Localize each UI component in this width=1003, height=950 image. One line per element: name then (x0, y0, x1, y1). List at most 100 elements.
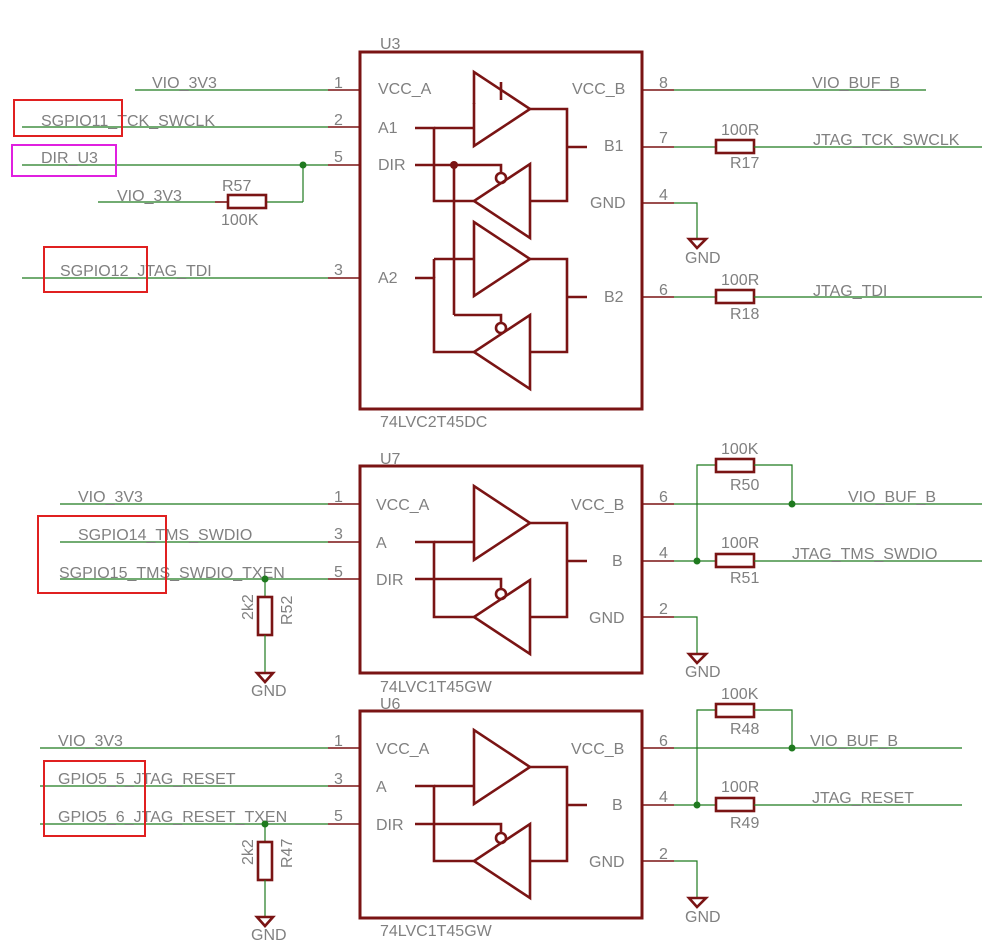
u3-pin-dir: DIR (378, 157, 406, 174)
r48-value: 100K (721, 686, 759, 703)
u6-part: 74LVC1T45GW (380, 923, 493, 940)
u6-pinnum-6: 6 (659, 733, 668, 750)
resistor-r51: 100R R51 (714, 535, 759, 587)
u6-buffer-symbols (415, 727, 587, 901)
u7-gnd-symbol: GND (685, 652, 721, 681)
u3-buffer-symbols (415, 69, 587, 392)
u3-pin-vccb: VCC_B (572, 81, 625, 98)
highlight-box-gpio5 (43, 760, 146, 837)
u3-pinnum-1: 1 (334, 75, 343, 92)
resistor-r50: 100K R50 (714, 441, 759, 494)
r47-ref: R47 (279, 839, 296, 868)
u6-component: U6 74LVC1T45GW VCC_A A DIR VCC_B B GND 1… (40, 686, 962, 944)
u3-gnd-label: GND (685, 250, 721, 267)
u3-net-dir-u3: DIR_U3 (41, 150, 98, 167)
u7-pin-vcca: VCC_A (376, 497, 430, 514)
u3-ref: U3 (380, 36, 401, 53)
highlight-box-dir-u3 (11, 144, 117, 177)
u3-net-jtag-tck: JTAG_TCK_SWCLK (813, 132, 960, 149)
r50-value: 100K (721, 441, 759, 458)
u6-net-vio-3v3: VIO_3V3 (58, 733, 123, 750)
resistor-r57: R57 100K (215, 178, 268, 229)
r57-ref: R57 (222, 178, 251, 195)
u6-body (358, 709, 644, 920)
u6-pin-b: B (612, 797, 623, 814)
u7-pinnum-4: 4 (659, 545, 668, 562)
u3-pinnum-5: 5 (334, 149, 343, 166)
u6-ref: U6 (380, 696, 401, 713)
r50-ref: R50 (730, 477, 759, 494)
u6-pin-a: A (376, 779, 387, 796)
u7-pinnum-3: 3 (334, 526, 343, 543)
u7-left-gnd-label: GND (251, 683, 287, 700)
u7-pinnum-1: 1 (334, 489, 343, 506)
u3-net-vio-3v3: VIO_3V3 (152, 75, 217, 92)
resistor-r48: 100K R48 (714, 686, 759, 738)
r47-value: 2k2 (240, 839, 257, 865)
u6-left-gnd-label: GND (251, 927, 287, 944)
u3-component: U3 74LVC2T45DC VCC_A A1 DIR A2 VCC_B B1 … (11, 36, 982, 431)
u3-net-sgpio12: SGPIO12_JTAG_TDI (60, 263, 212, 280)
r52-ref: R52 (279, 596, 296, 625)
u7-pinnum-5: 5 (334, 564, 343, 581)
highlight-box-sgpio11 (13, 99, 123, 137)
u6-pinnum-4: 4 (659, 789, 668, 806)
highlight-box-sgpio14-15 (37, 515, 167, 594)
u7-net-sgpio15: SGPIO15_TMS_SWDIO_TXEN (59, 565, 285, 582)
r17-value: 100R (721, 122, 759, 139)
u3-pinnum-2: 2 (334, 112, 343, 129)
resistor-r52: 2k2 R52 (240, 579, 296, 672)
r17-ref: R17 (730, 155, 759, 172)
r18-ref: R18 (730, 306, 759, 323)
u6-net-jtag-reset: JTAG_RESET (812, 790, 914, 807)
u6-pinnum-3: 3 (334, 771, 343, 788)
u6-pin-gnd: GND (589, 854, 625, 871)
u7-body (358, 464, 644, 675)
u6-net-vio-buf-b: VIO_BUF_B (810, 733, 898, 750)
u7-pin-dir: DIR (376, 572, 404, 589)
u7-buffer-symbols (415, 483, 587, 657)
u3-pin-gnd: GND (590, 195, 626, 212)
u6-pinnum-5: 5 (334, 808, 343, 825)
u7-ref: U7 (380, 451, 401, 468)
u3-pinnum-8: 8 (659, 75, 668, 92)
u3-net-vio-buf-b: VIO_BUF_B (812, 75, 900, 92)
u6-gnd-symbol: GND (685, 896, 721, 926)
highlight-box-sgpio12 (43, 246, 148, 293)
u7-pin-vccb: VCC_B (571, 497, 624, 514)
u6-pin-vcca: VCC_A (376, 741, 430, 758)
u6-gnd-label: GND (685, 909, 721, 926)
u3-gnd-symbol: GND (685, 237, 721, 267)
r51-value: 100R (721, 535, 759, 552)
u3-body (358, 50, 644, 411)
u3-pinnum-4: 4 (659, 187, 668, 204)
u7-pin-b: B (612, 553, 623, 570)
u3-pin-a1: A1 (378, 120, 398, 137)
u7-left-gnd-symbol: GND (251, 671, 287, 700)
u7-pin-a: A (376, 535, 387, 552)
u6-pin-dir: DIR (376, 817, 404, 834)
u6-net-gpio5-5: GPIO5_5_JTAG_RESET (58, 771, 236, 788)
r52-value: 2k2 (240, 594, 257, 620)
r57-value: 100K (221, 212, 259, 229)
u3-pinnum-7: 7 (659, 130, 668, 147)
u3-pin-b1: B1 (604, 138, 624, 155)
u3-net-sgpio11: SGPIO11_TCK_SWCLK (41, 113, 215, 130)
resistor-r47: 2k2 R47 (240, 824, 296, 916)
r49-value: 100R (721, 779, 759, 796)
u6-pin-vccb: VCC_B (571, 741, 624, 758)
u7-net-vio-3v3: VIO_3V3 (78, 489, 143, 506)
u7-pinnum-6: 6 (659, 489, 668, 506)
u6-pinnum-1: 1 (334, 733, 343, 750)
u3-part: 74LVC2T45DC (380, 414, 487, 431)
resistor-r17: 100R R17 (714, 122, 759, 172)
r48-ref: R48 (730, 721, 759, 738)
u3-net-jtag-tdi: JTAG_TDI (813, 283, 887, 300)
u3-net-vio-3v3-r57: VIO_3V3 (117, 188, 182, 205)
r49-ref: R49 (730, 815, 759, 832)
u3-pinnum-3: 3 (334, 262, 343, 279)
u7-pin-gnd: GND (589, 610, 625, 627)
u3-pin-a2: A2 (378, 270, 398, 287)
u7-component: U7 74LVC1T45GW VCC_A A DIR VCC_B B GND 1… (37, 441, 982, 700)
